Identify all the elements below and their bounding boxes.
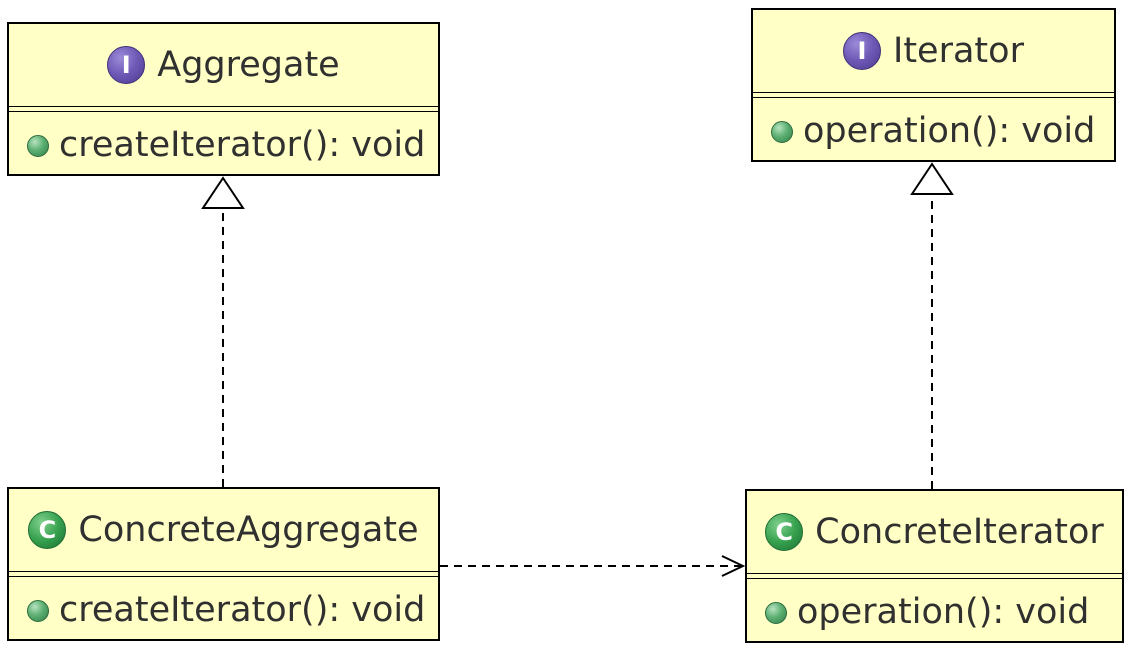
concreteiterator-title: ConcreteIterator (815, 511, 1104, 552)
dependency-arrowhead-concreteiterator (721, 555, 746, 577)
public-method-icon (27, 599, 49, 622)
aggregate-header: I Aggregate (9, 24, 438, 106)
concreteiterator-method-row: operation(): void (765, 595, 1089, 630)
realization-arrowhead-aggregate (201, 176, 245, 209)
concreteiterator-method-text: operation(): void (797, 592, 1090, 632)
concreteiterator-header: C ConcreteIterator (747, 491, 1122, 573)
class-icon: C (28, 511, 67, 549)
aggregate-interface-box: I Aggregate createIterator(): void (7, 22, 440, 176)
concreteaggregate-method-row: createIterator(): void (27, 593, 425, 628)
concreteaggregate-header: C ConcreteAggregate (9, 489, 438, 571)
iterator-method-text: operation(): void (803, 111, 1096, 151)
concreteiterator-class-box: C ConcreteIterator operation(): void (745, 489, 1124, 643)
aggregate-title: Aggregate (157, 44, 340, 85)
iterator-header: I Iterator (753, 10, 1114, 92)
iterator-title: Iterator (893, 30, 1024, 71)
interface-icon: I (107, 46, 146, 84)
interface-icon: I (843, 32, 882, 70)
aggregate-divider (9, 106, 438, 112)
iterator-divider (753, 92, 1114, 98)
iterator-method-row: operation(): void (771, 114, 1095, 149)
realization-arrowhead-iterator (910, 162, 954, 195)
iterator-interface-box: I Iterator operation(): void (751, 8, 1116, 162)
aggregate-method-text: createIterator(): void (59, 125, 426, 165)
concreteiterator-divider (747, 573, 1122, 579)
concreteaggregate-method-text: createIterator(): void (59, 590, 426, 630)
public-method-icon (771, 120, 793, 143)
concreteaggregate-class-box: C ConcreteAggregate createIterator(): vo… (7, 487, 440, 641)
aggregate-method-row: createIterator(): void (27, 128, 425, 163)
concreteaggregate-divider (9, 571, 438, 577)
public-method-icon (765, 601, 787, 624)
class-icon: C (765, 513, 804, 551)
concreteaggregate-title: ConcreteAggregate (78, 509, 419, 550)
public-method-icon (27, 134, 49, 157)
